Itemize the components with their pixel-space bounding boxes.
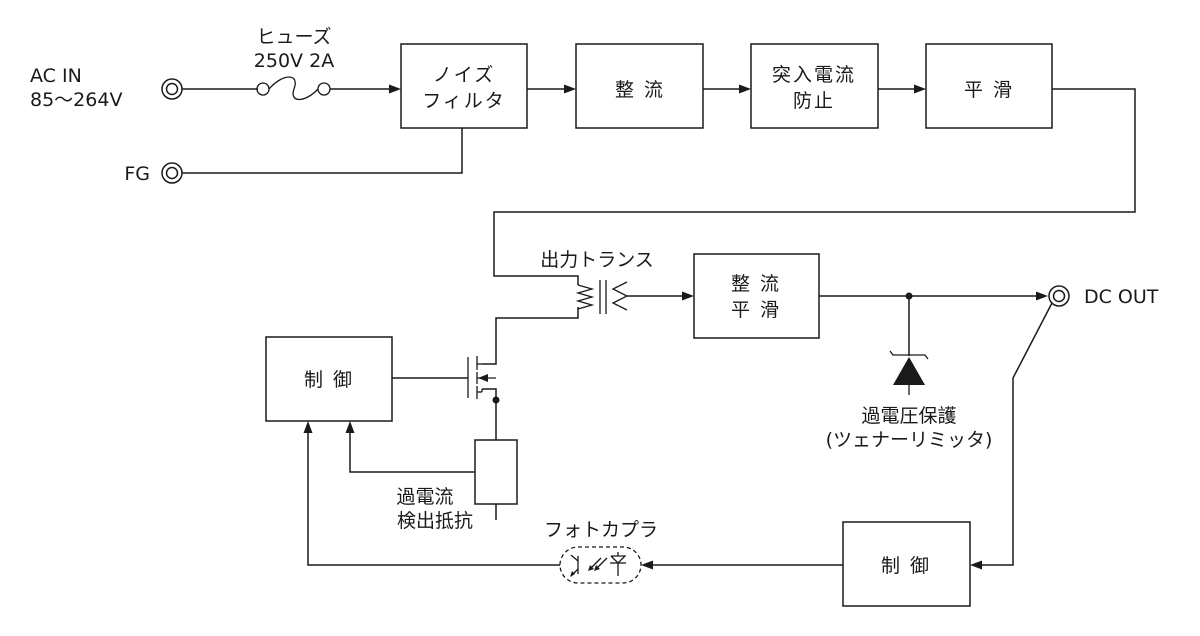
ac-in-terminal (161, 78, 183, 100)
overvoltage-label-2: (ツェナーリミッタ) (826, 429, 993, 451)
noise-filter-label-1: ノイズ (433, 64, 495, 86)
rectifier-label: 整 流 (615, 79, 665, 101)
control-right-block (842, 521, 971, 607)
arrow-into-photocoupler (641, 560, 653, 570)
photocoupler-icon (559, 546, 642, 584)
output-rectifier-label-1: 整 流 (731, 273, 781, 295)
dc-out-terminal (1048, 285, 1070, 307)
fuse-rating-label: 250V 2A (254, 50, 334, 72)
wire-transformer-to-drain (482, 307, 579, 365)
inrush-label-2: 防止 (793, 90, 835, 112)
inrush-label-1: 突入電流 (772, 64, 856, 86)
arrow-into-control-left-b (345, 421, 355, 433)
mosfet-icon (467, 356, 496, 399)
output-rectifier-label-2: 平 滑 (731, 299, 781, 321)
control-right-label: 制 御 (881, 555, 931, 577)
fg-terminal (161, 162, 183, 184)
fuse-icon (256, 76, 331, 101)
arrow-into-inrush (739, 84, 751, 94)
ac-in-voltage-label: 85〜264V (30, 89, 122, 111)
transformer-label: 出力トランス (540, 249, 654, 271)
noise-filter-block (400, 43, 528, 129)
wires (182, 88, 1136, 566)
fg-label: FG (124, 163, 150, 185)
zener-diode-icon (889, 350, 929, 395)
ac-in-label: AC IN (30, 65, 82, 87)
wire-fg-to-filter (182, 128, 463, 174)
source-junction-dot (492, 396, 500, 404)
arrowheads (303, 84, 1048, 570)
output-rectifier-block (693, 253, 820, 339)
arrow-into-rectifier (564, 84, 576, 94)
wire-source-to-resistor (482, 388, 497, 440)
photocoupler-label: フォトカプラ (544, 519, 658, 541)
wire-dcout-feedback (977, 302, 1053, 566)
arrow-into-filter (389, 84, 401, 94)
smoothing-block (925, 43, 1053, 129)
overvoltage-label-1: 過電圧保護 (861, 405, 956, 427)
wire-smoothing-to-transformer (493, 88, 1136, 285)
dc-out-label: DC OUT (1084, 286, 1159, 308)
current-sense-label-1: 過電流 (396, 486, 453, 508)
transformer-icon (575, 280, 629, 314)
inrush-prevention-block (750, 43, 879, 129)
arrow-into-right-control (970, 560, 982, 570)
noise-filter-label-2: フィルタ (422, 90, 506, 112)
smoothing-label: 平 滑 (964, 79, 1014, 101)
control-left-block (265, 336, 393, 422)
wire-current-sense-to-control (349, 430, 475, 473)
wire-photocoupler-to-control (307, 430, 560, 566)
rectifier-block (575, 43, 704, 129)
arrow-into-control-left-a (303, 421, 313, 433)
arrow-into-output-rectifier (682, 291, 694, 301)
fuse-label: ヒューズ (256, 26, 331, 48)
control-left-label: 制 御 (304, 369, 354, 391)
arrow-into-dcout (1036, 291, 1048, 301)
arrow-into-smoothing (914, 84, 926, 94)
current-sense-label-2: 検出抵抗 (397, 510, 473, 532)
output-junction-dot (905, 292, 913, 300)
current-sense-resistor (474, 439, 518, 505)
